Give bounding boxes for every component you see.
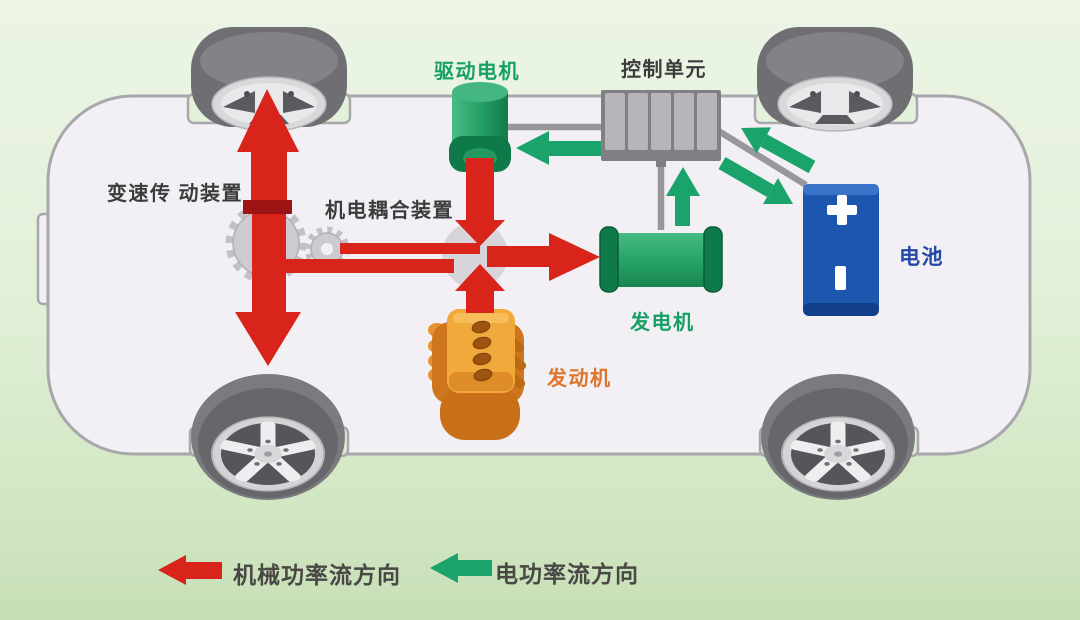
control-unit-label: 控制单元: [621, 59, 707, 81]
mech-shaft-joint: [243, 200, 292, 214]
mech-arrow-motor-to-coupling: [455, 220, 505, 246]
mechanical-power-flow: [235, 89, 600, 366]
battery-plus: [827, 195, 857, 225]
legend: [158, 553, 492, 585]
elec-arrow-control-to-battery: [718, 156, 794, 204]
legend-mechanical-label: 机械功率流方向: [233, 562, 401, 588]
generator-label: 发电机: [630, 312, 695, 334]
battery-minus: [835, 266, 846, 290]
wheel-bottom-left: [190, 373, 346, 501]
mech-arrow-engine-to-coupling: [455, 264, 505, 291]
legend-electrical-label: 电功率流方向: [495, 561, 639, 587]
battery: [803, 184, 879, 316]
control-unit: [601, 90, 721, 167]
legend-mechanical-arrow: [158, 555, 222, 585]
drive-motor-label: 驱动电机: [434, 61, 520, 83]
wheel-top-right: [756, 26, 914, 132]
legend-electrical-arrow: [430, 553, 492, 583]
wheel-bottom-right: [760, 373, 916, 501]
coupling-device: [442, 222, 508, 288]
signal-connectors: [506, 123, 808, 230]
coupling-label: 机电耦合装置: [325, 200, 454, 222]
connector-control-to-battery: [715, 127, 808, 188]
mech-shaft-upper: [340, 243, 480, 254]
generator: [599, 226, 723, 293]
elec-arrow-battery-to-control: [741, 127, 816, 174]
mech-arrow-to-top-wheel: [237, 89, 299, 152]
elec-arrow-control-to-motor: [516, 131, 601, 165]
engine-label: 发动机: [547, 368, 612, 390]
electrical-power-flow: [516, 127, 816, 226]
battery-label: 电池: [899, 246, 944, 269]
mech-shaft-lower: [266, 259, 454, 273]
transmission-label: 变速传 动装置: [107, 183, 244, 205]
elec-arrow-generator-to-control: [666, 167, 700, 226]
mech-arrow-to-bottom-wheel: [235, 312, 301, 366]
engine-cylinder-ports: [471, 320, 493, 382]
engine: [428, 309, 527, 440]
mech-arrow-coupling-to-generator: [549, 233, 600, 281]
